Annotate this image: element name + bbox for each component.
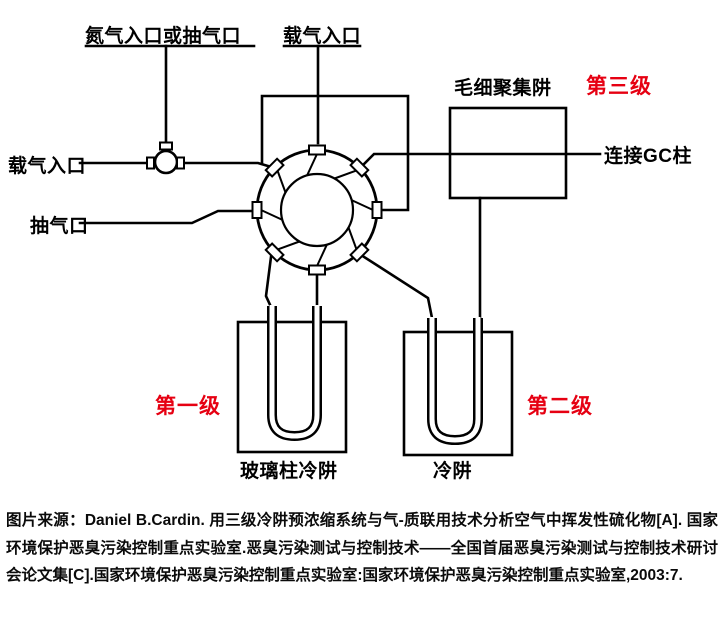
capillary-trap-box <box>448 106 568 200</box>
inlet-valve-left-port <box>146 156 155 170</box>
label-stage-two: 第二级 <box>527 395 593 418</box>
inlet-valve <box>146 141 185 175</box>
port-upper-right <box>349 157 370 178</box>
port-left <box>251 201 263 219</box>
label-vacuum-port: 抽气口 <box>30 216 89 237</box>
label-gc-column: 连接GC柱 <box>604 146 693 167</box>
to-trap1-left-line <box>264 255 273 309</box>
valve-ports <box>251 144 383 276</box>
port-upper-left <box>264 157 285 178</box>
label-glass-column-trap: 玻璃柱冷阱 <box>240 461 338 482</box>
glass-trap-box <box>236 320 348 454</box>
port-top <box>308 144 326 156</box>
label-capillary-trap: 毛细聚集阱 <box>454 78 552 99</box>
u-tube-stage2 <box>427 317 483 446</box>
to-trap2-left-line <box>359 253 434 320</box>
rotary-valve <box>251 144 383 276</box>
label-cold-trap: 冷阱 <box>433 461 473 482</box>
label-carrier-gas-top: 载气入口 <box>283 26 362 47</box>
vacuum-port-line <box>78 209 254 225</box>
inlet-valve-top-port <box>159 141 173 151</box>
port-right <box>371 201 383 219</box>
port-lower-left <box>264 242 285 263</box>
label-stage-three: 第三级 <box>586 75 652 98</box>
tubing-lines <box>78 44 602 321</box>
port-lower-right <box>349 242 370 263</box>
bypass-loop-line <box>260 94 410 212</box>
inlet-valve-body <box>153 149 179 175</box>
label-stage-one: 第一级 <box>155 395 221 418</box>
label-nitrogen-inlet: 氮气入口或抽气口 <box>85 26 242 47</box>
figure-page: 氮气入口或抽气口 载气入口 毛细聚集阱 第三级 载气入口 连接GC柱 抽气口 第… <box>6 26 718 585</box>
gc-column-line <box>361 152 602 167</box>
figure-caption: 图片来源：Daniel B.Cardin. 用三级冷阱预浓缩系统与气-质联用技术… <box>6 512 718 585</box>
cold-trap-box <box>402 330 514 457</box>
diagram-canvas <box>78 44 602 457</box>
rotor-channels <box>260 153 374 267</box>
glass-u-tube-stage1 <box>267 305 322 442</box>
inlet-valve-right-port <box>176 156 185 170</box>
three-stage-preconcentrator-diagram: 氮气入口或抽气口 载气入口 毛细聚集阱 第三级 载气入口 连接GC柱 抽气口 第… <box>8 26 693 482</box>
port-bottom <box>308 264 326 276</box>
valve-to-rotary-line <box>182 161 270 168</box>
label-carrier-gas-left: 载气入口 <box>8 156 87 177</box>
rotary-valve-rotor <box>279 172 355 248</box>
